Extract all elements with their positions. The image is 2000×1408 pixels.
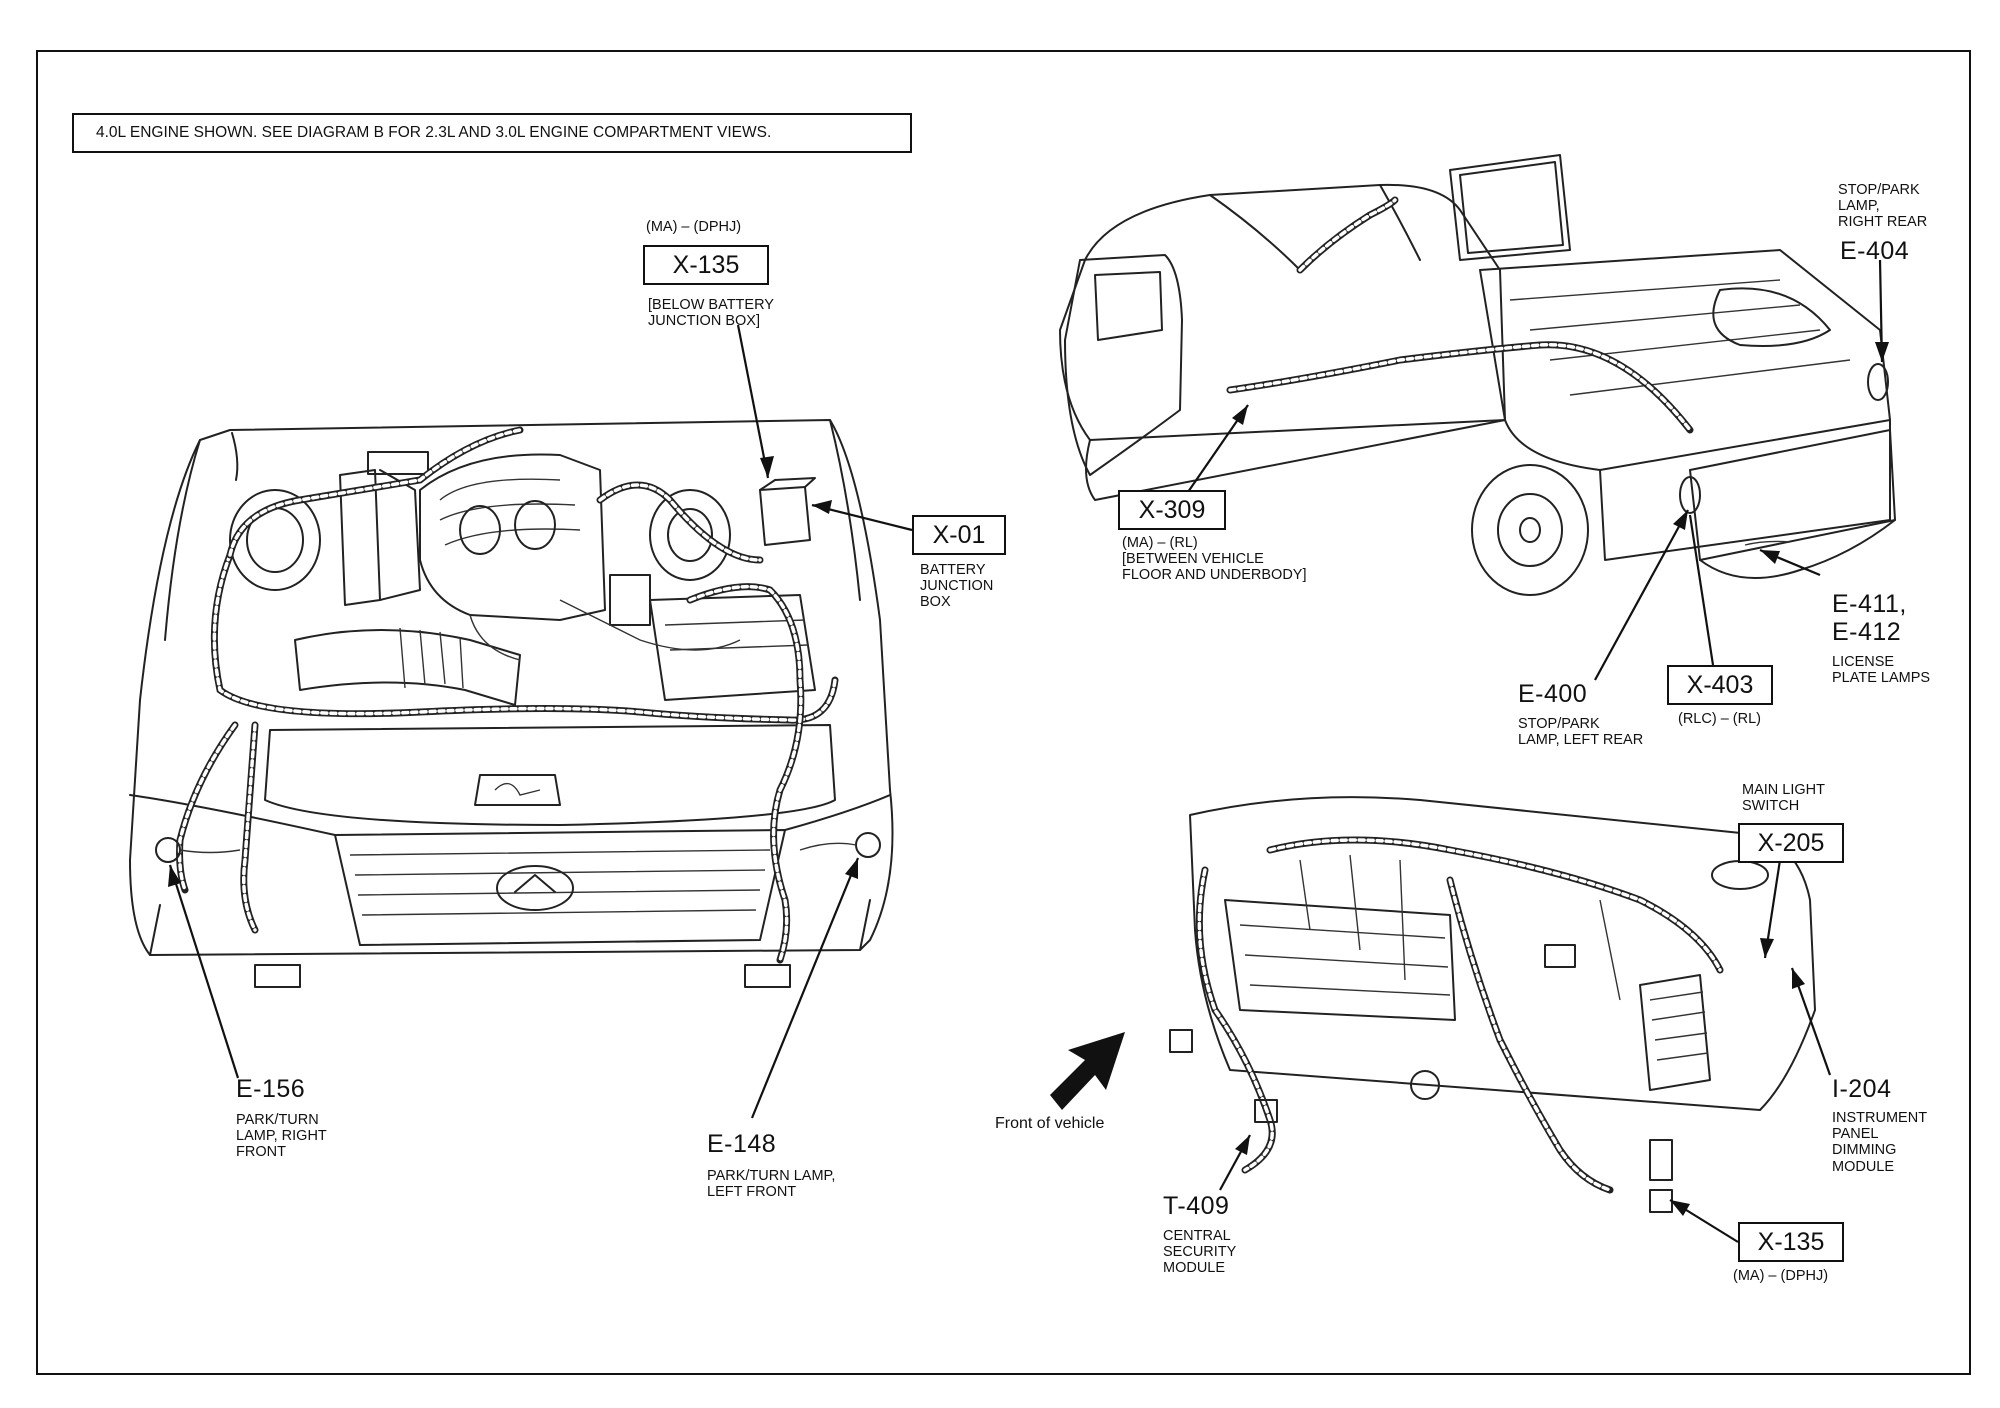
- x205-description: MAIN LIGHT SWITCH: [1742, 782, 1825, 815]
- e404-label: E-404: [1840, 237, 1910, 265]
- t409-description: CENTRAL SECURITY MODULE: [1163, 1228, 1237, 1277]
- i204-description: INSTRUMENT PANEL DIMMING MODULE: [1832, 1110, 1928, 1175]
- e148-description: PARK/TURN LAMP, LEFT FRONT: [707, 1168, 836, 1201]
- diagram-banner: 4.0L ENGINE SHOWN. SEE DIAGRAM B FOR 2.3…: [72, 113, 912, 153]
- front-of-vehicle-label: Front of vehicle: [995, 1115, 1105, 1132]
- x205-connector-box: X-205: [1738, 823, 1844, 863]
- pickup-truck-illustration: [1059, 154, 1896, 596]
- diagram-frame: [36, 50, 1971, 1375]
- x309-description: (MA) – (RL) [BETWEEN VEHICLE FLOOR AND U…: [1122, 535, 1307, 584]
- e411-e412-description: LICENSE PLATE LAMPS: [1832, 654, 1931, 687]
- e156-label: E-156: [236, 1075, 306, 1103]
- e411-e412-label: E-411, E-412: [1832, 590, 1907, 646]
- e404-description: STOP/PARK LAMP, RIGHT REAR: [1838, 182, 1928, 231]
- x135-engine-location-note: [BELOW BATTERY JUNCTION BOX]: [648, 297, 774, 330]
- x135-engine-connector-box: X-135: [643, 245, 769, 285]
- e156-description: PARK/TURN LAMP, RIGHT FRONT: [236, 1112, 327, 1161]
- front-direction-arrow-icon: [1050, 1032, 1125, 1110]
- x403-description: (RLC) – (RL): [1678, 711, 1761, 727]
- x309-connector-box: X-309: [1118, 490, 1226, 530]
- instrument-panel-illustration: [1169, 796, 1816, 1213]
- e400-description: STOP/PARK LAMP, LEFT REAR: [1518, 716, 1644, 749]
- x135-engine-connector-spec: (MA) – (DPHJ): [646, 219, 742, 235]
- t409-label: T-409: [1163, 1192, 1230, 1220]
- x01-description: BATTERY JUNCTION BOX: [920, 562, 994, 611]
- x135-dash-connector-box: X-135: [1738, 1222, 1844, 1262]
- callout-leader-lines: [168, 259, 1889, 1243]
- e400-label: E-400: [1518, 680, 1588, 708]
- x01-connector-box: X-01: [912, 515, 1006, 555]
- e148-label: E-148: [707, 1130, 777, 1158]
- x403-connector-box: X-403: [1667, 665, 1773, 705]
- i204-label: I-204: [1832, 1075, 1892, 1103]
- x135-dash-description: (MA) – (DPHJ): [1733, 1268, 1829, 1284]
- engine-compartment-illustration: [129, 419, 894, 988]
